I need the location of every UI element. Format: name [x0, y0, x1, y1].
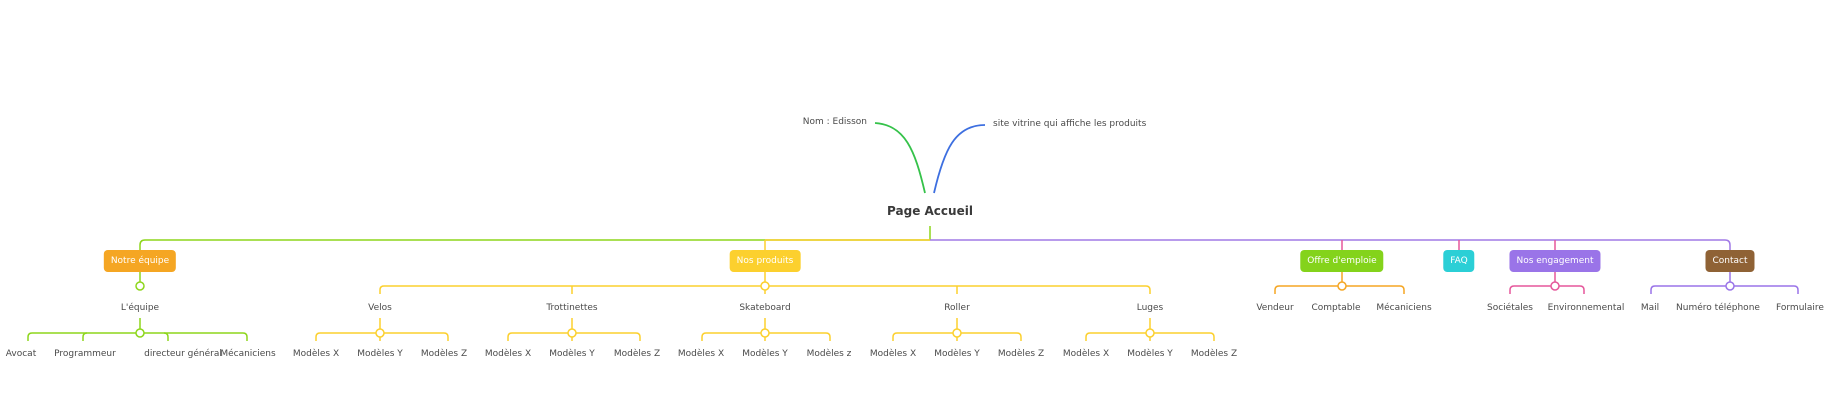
topic-nos-produits[interactable]: Nos produits [729, 250, 801, 272]
engagement-bar [1509, 285, 1585, 294]
topic-faq[interactable]: FAQ [1443, 250, 1475, 272]
leaf-comptable[interactable]: Comptable [1311, 303, 1361, 313]
note-connector-left [874, 122, 926, 194]
leaf-luges-z[interactable]: Modèles Z [1190, 349, 1238, 359]
topic-notre-equipe[interactable]: Notre équipe [103, 250, 177, 272]
leaf-velos-y[interactable]: Modèles Y [357, 349, 403, 359]
subtopic-luges[interactable]: Luges [1136, 303, 1164, 313]
topic-nos-engagement[interactable]: Nos engagement [1509, 250, 1601, 272]
leaf-luges-x[interactable]: Modèles X [1062, 349, 1110, 359]
leaf-avocat[interactable]: Avocat [5, 349, 37, 359]
leaf-trott-x[interactable]: Modèles X [484, 349, 532, 359]
leaf-mail[interactable]: Mail [1640, 303, 1660, 313]
equipe-sub-node [135, 328, 145, 338]
equipe-leaf-3 [163, 332, 169, 341]
leaf-mecaniciens-emploi[interactable]: Mécaniciens [1376, 303, 1432, 313]
leaf-trott-y[interactable]: Modèles Y [549, 349, 595, 359]
trunk-right [930, 239, 1731, 251]
leaf-vendeur[interactable]: Vendeur [1256, 303, 1294, 313]
note-description[interactable]: site vitrine qui affiche les produits [993, 119, 1147, 129]
note-name[interactable]: Nom : Edisson [802, 117, 867, 127]
leaf-environnemental[interactable]: Environnemental [1547, 303, 1625, 313]
leaf-skate-z[interactable]: Modèles z [806, 349, 852, 359]
leaf-velos-x[interactable]: Modèles X [292, 349, 340, 359]
engagement-node [1550, 281, 1560, 291]
leaf-luges-y[interactable]: Modèles Y [1127, 349, 1173, 359]
leaf-skate-x[interactable]: Modèles X [677, 349, 725, 359]
leaf-velos-z[interactable]: Modèles Z [420, 349, 468, 359]
contact-bar [1650, 285, 1799, 294]
leaf-roller-x[interactable]: Modèles X [869, 349, 917, 359]
produits-group-nodes [375, 328, 1155, 338]
leaf-mecaniciens[interactable]: Mécaniciens [220, 349, 276, 359]
leaf-formulaire[interactable]: Formulaire [1776, 303, 1824, 313]
subtopic-lequipe[interactable]: L'équipe [120, 303, 160, 313]
root-topic[interactable]: Page Accueil [887, 204, 973, 218]
subtopic-trottinettes[interactable]: Trottinettes [546, 303, 598, 313]
leaf-numero-telephone[interactable]: Numéro téléphone [1676, 303, 1760, 313]
produits-node [760, 281, 770, 291]
equipe-leaf-2 [82, 332, 88, 341]
equipe-node [135, 281, 145, 291]
topic-contact[interactable]: Contact [1705, 250, 1755, 272]
leaf-roller-z[interactable]: Modèles Z [997, 349, 1045, 359]
leaf-directeur-general[interactable]: directeur général [144, 349, 222, 359]
subtopic-velos[interactable]: Velos [368, 303, 392, 313]
subtopic-roller[interactable]: Roller [944, 303, 970, 313]
note-connector-right [933, 124, 986, 194]
contact-node [1725, 281, 1735, 291]
leaf-societales[interactable]: Sociétales [1487, 303, 1533, 313]
leaf-roller-y[interactable]: Modèles Y [934, 349, 980, 359]
leaf-programmeur[interactable]: Programmeur [54, 349, 116, 359]
emploi-node [1337, 281, 1347, 291]
leaf-skate-y[interactable]: Modèles Y [742, 349, 788, 359]
subtopic-skateboard[interactable]: Skateboard [739, 303, 791, 313]
trunk-left [139, 239, 930, 251]
topic-offre-emploie[interactable]: Offre d'emploie [1300, 250, 1384, 272]
leaf-trott-z[interactable]: Modèles Z [613, 349, 661, 359]
